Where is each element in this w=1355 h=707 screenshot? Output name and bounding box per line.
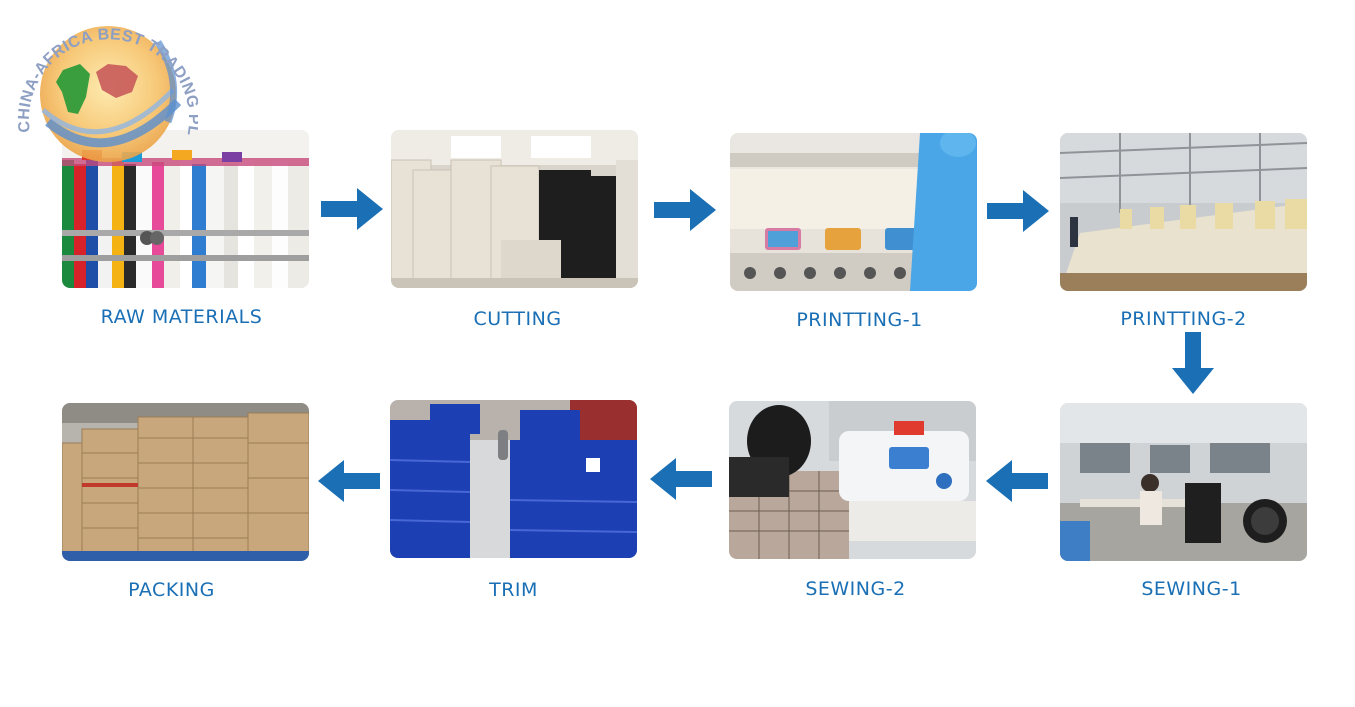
step-image-printting-1 <box>730 133 977 291</box>
step-label-cutting: CUTTING <box>473 308 562 330</box>
step-image-sewing-1 <box>1060 403 1307 561</box>
step-image-packing <box>62 403 309 561</box>
step-label-printting-2: PRINTTING-2 <box>1120 308 1247 330</box>
arrow-left-icon <box>318 460 380 502</box>
arrow-right-icon <box>654 189 716 231</box>
arrow-left-icon <box>650 458 712 500</box>
step-image-raw-materials <box>62 130 309 288</box>
arrow-down-icon <box>1172 332 1214 394</box>
arrow-right-icon <box>987 190 1049 232</box>
arrow-left-icon <box>986 460 1048 502</box>
step-image-trim <box>390 400 637 558</box>
step-label-printting-1: PRINTTING-1 <box>796 309 923 331</box>
logo: CHINA-AFRICA BEST TRADING PLATFORM <box>1 0 202 172</box>
step-image-printting-2 <box>1060 133 1307 291</box>
step-label-raw-materials: RAW MATERIALS <box>100 306 263 328</box>
step-label-packing: PACKING <box>128 579 215 601</box>
step-label-sewing-2: SEWING-2 <box>805 578 906 600</box>
step-image-sewing-2 <box>729 401 976 559</box>
step-label-trim: TRIM <box>489 579 538 601</box>
step-image-cutting <box>391 130 638 288</box>
step-label-sewing-1: SEWING-1 <box>1141 578 1242 600</box>
arrow-right-icon <box>321 188 383 230</box>
